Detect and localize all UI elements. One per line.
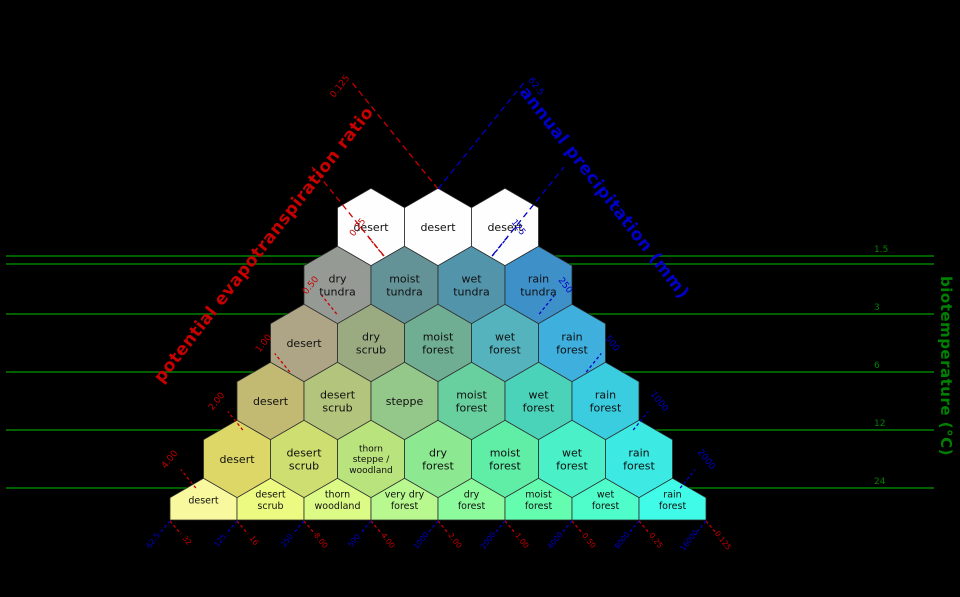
zone-moist-forest: [504, 477, 573, 521]
biotemperature-tick-label: 6: [874, 361, 880, 371]
zone-label-desert: desert: [188, 495, 219, 506]
precip-tick: [679, 469, 696, 489]
pet-bottom-tick: [638, 520, 651, 535]
pet-tick: [227, 411, 244, 431]
pet-bottom-tick: [303, 520, 316, 535]
pet-bottom-tick: [437, 520, 450, 535]
pet-bottom-tick: [169, 520, 182, 535]
zone-label-desert: desert: [219, 453, 255, 466]
precip-guide-line: [491, 166, 565, 257]
precip-tick: [585, 353, 602, 373]
biotemperature-axis-label: biotemperature (°C): [937, 276, 955, 456]
precip-bottom-tick: [426, 520, 439, 535]
pet-bottom-tick: [370, 520, 383, 535]
pet-tick: [180, 469, 197, 489]
zone-thorn-woodland: [303, 477, 372, 521]
biotemperature-tick-label: 1.5: [874, 245, 888, 255]
zone-desert: [169, 477, 238, 521]
precip-guide-line: [437, 79, 527, 190]
zone-label-desert: desert: [487, 221, 523, 234]
zone-wet-forest: [571, 477, 640, 521]
zone-dry-forest: [437, 477, 506, 521]
zone-very-dry-forest: [370, 477, 439, 521]
zone-label-desert: desert: [420, 221, 456, 234]
pet-bottom-tick: [236, 520, 249, 535]
precip-bottom-tick: [493, 520, 506, 535]
pet-bottom-tick: [571, 520, 584, 535]
pet-tick: [274, 353, 291, 373]
pet-guide-line: [349, 79, 439, 190]
precip-bottom-tick: [359, 520, 372, 535]
zone-label-desert: desert: [253, 395, 289, 408]
zone-rain-forest: [638, 477, 707, 521]
biotemperature-tick-label: 24: [874, 477, 886, 487]
zone-label-desert: desert: [286, 337, 322, 350]
biotemperature-tick-label: 12: [874, 419, 885, 429]
biotemperature-tick-label: 3: [874, 303, 880, 313]
pet-bottom-tick: [705, 520, 718, 535]
pet-bottom-tick: [504, 520, 517, 535]
zone-label-steppe: steppe: [386, 395, 424, 408]
precip-bottom-tick: [560, 520, 573, 535]
precip-bottom-tick: [158, 520, 171, 535]
precip-tick: [632, 411, 649, 431]
zone-desert-scrub: [236, 477, 305, 521]
pet-guide-line: [311, 166, 385, 257]
precip-tick: [538, 295, 555, 315]
precip-bottom-tick: [694, 520, 707, 535]
precip-bottom-tick: [292, 520, 305, 535]
pet-tick: [321, 295, 338, 315]
zone-label-desert: desert: [353, 221, 389, 234]
precip-bottom-tick: [225, 520, 238, 535]
precip-bottom-tick: [627, 520, 640, 535]
